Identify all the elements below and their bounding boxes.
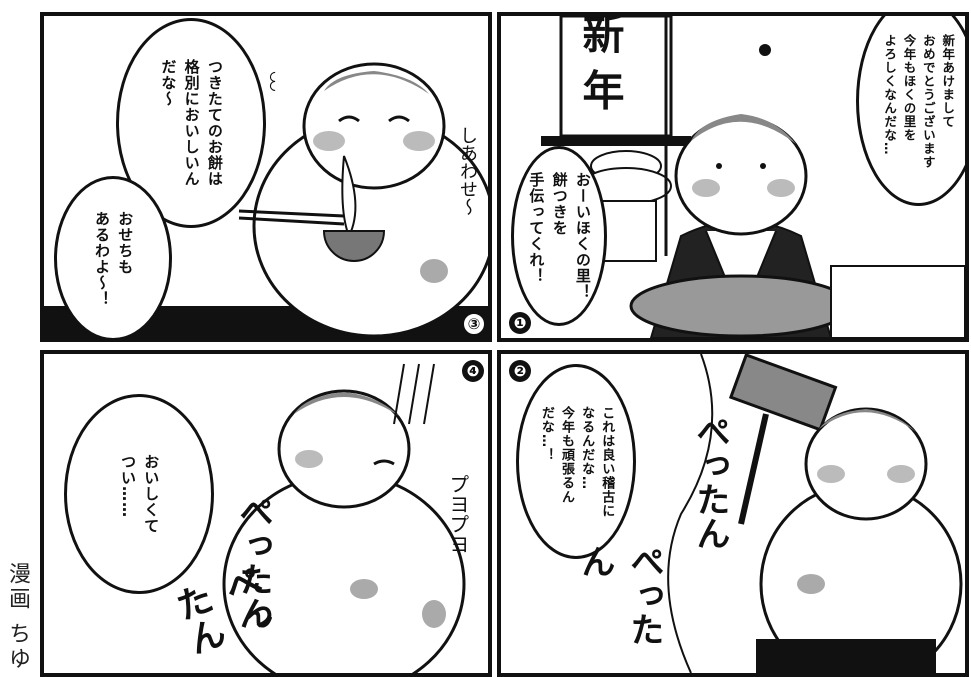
speech-text-call: おーいほくの里！ 餅つきを 手伝ってくれ！ — [527, 172, 592, 300]
sfx-pettan-top: ぺったん — [690, 414, 730, 550]
speech-text-tasty: おいしくて つい…… — [119, 454, 161, 534]
speech-text-new-year: 新年あけまして おめでとうございます 今年もほくの里を よろしくなんだな… — [882, 33, 956, 169]
speech-bubble-tasty: おいしくて つい…… — [64, 394, 214, 594]
speech-text-practice: これは良い稽古に なるんだな… 今年も頑張るん だな…！ — [538, 405, 615, 518]
panel-3-art: ꒰ — [44, 62, 488, 338]
panel-number-3: ③ — [462, 312, 486, 336]
speech-bubble-new-year: 新年あけまして おめでとうございます 今年もほくの里を よろしくなんだな… — [856, 16, 965, 206]
sfx-pettan-bottom: ぺったん — [575, 544, 664, 646]
speech-bubble-osechi: おせちも あるわよ〜！ — [54, 176, 172, 338]
accent-dot — [759, 44, 771, 56]
speech-bubble-practice: これは良い稽古に なるんだな… 今年も頑張るん だな…！ — [516, 364, 636, 559]
panel-2: これは良い稽古に なるんだな… 今年も頑張るん だな…！ ぺったん ぺったん ❷ — [497, 350, 969, 677]
panel-number-1: ❶ — [509, 312, 531, 334]
sfx-pettan-1: ぺったん — [233, 494, 273, 630]
sfx-shiawase: しあわせ〜 — [457, 126, 478, 216]
panel-1: 新 年 新年あけまして おめでとうございます 今年もほくの里を よろしくなんだな… — [497, 12, 969, 342]
panel-number-4: ❹ — [462, 360, 484, 382]
panel-3: ꒰ つきたてのお餅は 格別においしいん だな〜 おせちも あるわよ〜！ しあわせ… — [40, 12, 492, 342]
panel-2-art — [667, 354, 963, 673]
speech-text-osechi: おせちも あるわよ〜！ — [93, 210, 135, 307]
panel-4: おいしくて つい…… ぺったん ぺったん プヨプヨ ❹ — [40, 350, 492, 677]
speech-bubble-call: おーいほくの里！ 餅つきを 手伝ってくれ！ — [511, 146, 607, 326]
panel-number-2: ❷ — [509, 360, 531, 382]
speech-text-mochi: つきたてのお餅は 格別においしいん だな〜 — [159, 59, 224, 187]
manga-credit: 漫画 ちゆ — [5, 562, 30, 672]
scroll-sign-text: 新 年 — [576, 12, 625, 111]
panel-4-art — [222, 363, 466, 673]
sfx-puyopuyo: プヨプヨ — [446, 474, 470, 554]
svg-text:꒰: ꒰ — [264, 71, 281, 97]
speech-bubble-mochi: つきたてのお餅は 格別においしいん だな〜 — [116, 18, 266, 228]
